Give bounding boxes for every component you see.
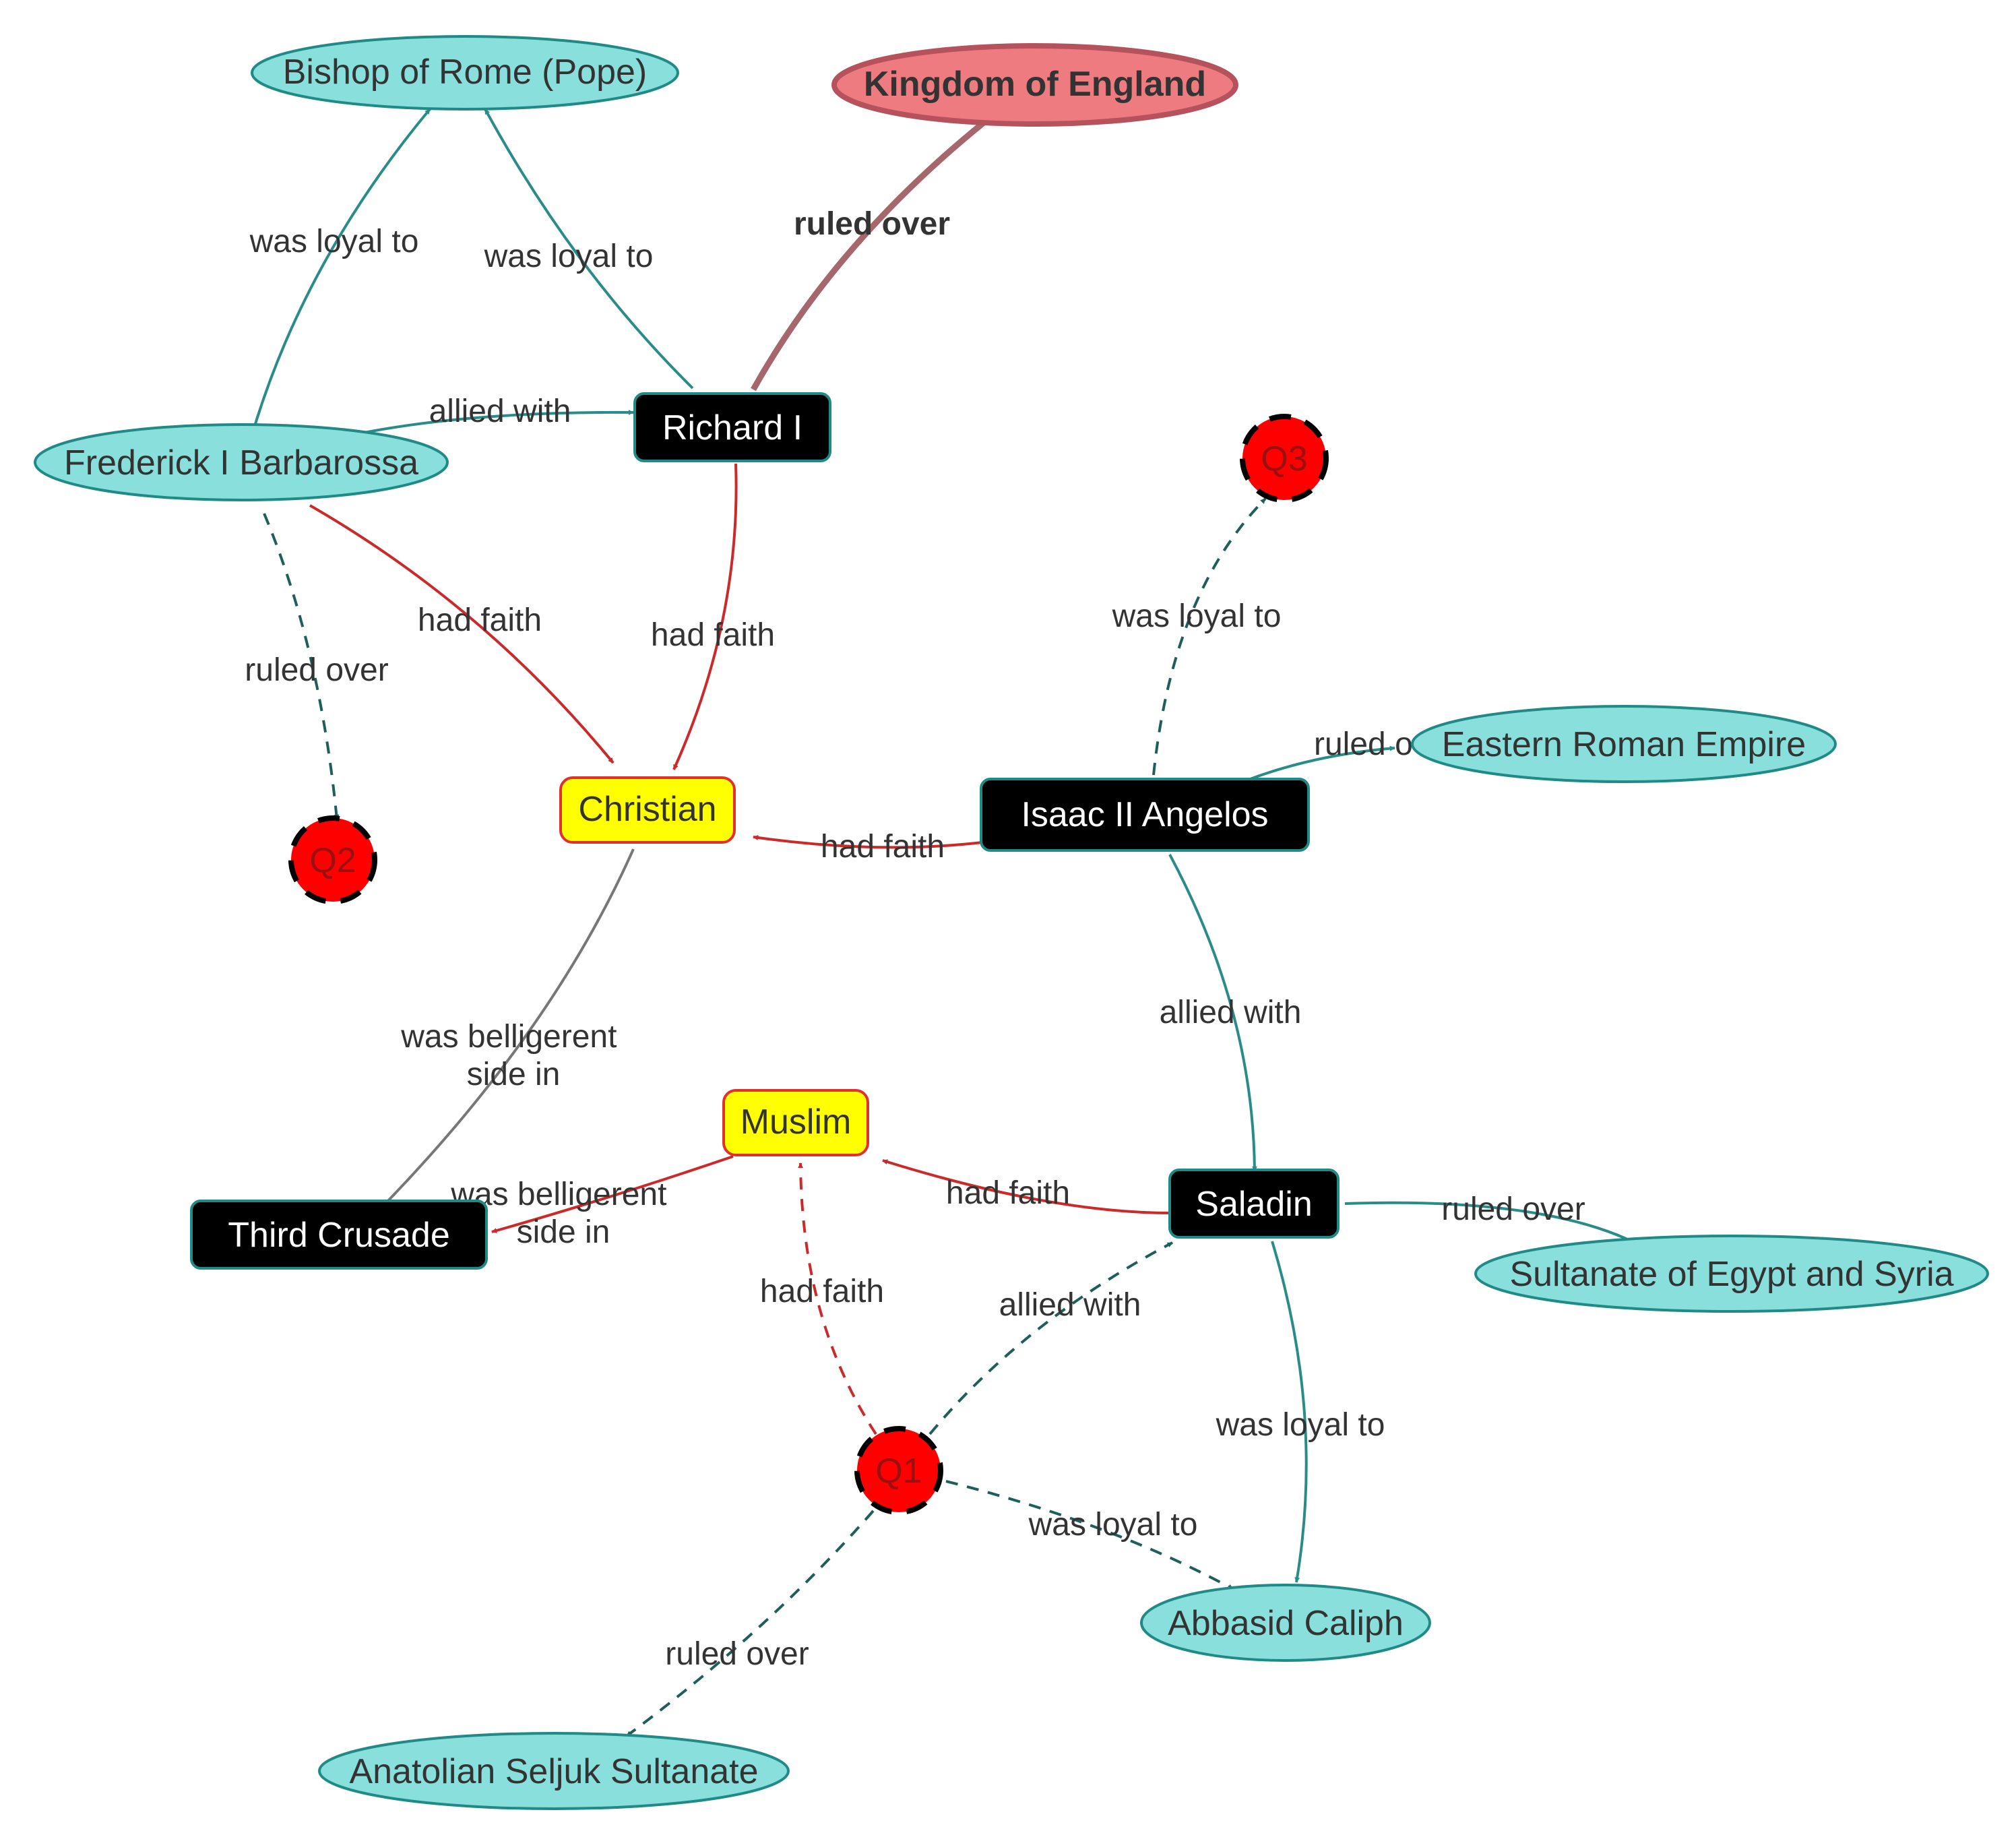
node-label: Frederick I Barbarossa	[64, 443, 418, 483]
edge-labels: was loyal to was loyal to ruled over all…	[245, 206, 1585, 1672]
edge-label-saladin-abbasid: was loyal to	[1216, 1407, 1385, 1443]
edge-saladin-abbasid	[1271, 1241, 1308, 1583]
edge-label-frederick-bishop: was loyal to	[249, 224, 419, 259]
edge-label-q1-anatolian: ruled over	[665, 1636, 809, 1672]
edge-isaac-q3	[1152, 497, 1267, 776]
node-shape	[1474, 1235, 1989, 1313]
node-eastern-roman-empire[interactable]: Eastern Roman Empire	[1411, 705, 1837, 783]
node-label: Muslim	[741, 1102, 852, 1142]
node-label: Richard I	[662, 408, 802, 447]
node-shape	[633, 392, 831, 462]
node-label: Sultanate of Egypt and Syria	[1509, 1255, 1953, 1294]
edge-label-frederick-richard: allied with	[429, 394, 571, 429]
node-richard-i[interactable]: Richard I	[633, 392, 831, 462]
edge-saladin-muslim	[882, 1159, 1172, 1214]
node-q3[interactable]: Q3	[1240, 414, 1329, 503]
edge-frederick-richard	[356, 409, 634, 435]
node-label: Christian	[578, 790, 716, 829]
edge-label-isaac-q3: was loyal to	[1112, 598, 1282, 634]
edge-richard-christian	[672, 463, 738, 770]
edge-q1-saladin	[928, 1241, 1173, 1435]
node-frederick-i-barbarossa[interactable]: Frederick I Barbarossa	[34, 423, 449, 501]
node-shape	[288, 815, 377, 904]
node-anatolian-seljuk-sultanate[interactable]: Anatolian Seljuk Sultanate	[318, 1732, 790, 1810]
node-shape	[34, 423, 449, 501]
edge-label-frederick-christian: had faith	[418, 602, 542, 638]
node-label: Eastern Roman Empire	[1442, 725, 1806, 764]
edge-isaac-eastern	[1246, 745, 1395, 782]
node-third-crusade[interactable]: Third Crusade	[190, 1200, 488, 1270]
edge-label-saladin-muslim: had faith	[946, 1175, 1070, 1211]
edge-richard-england	[751, 120, 986, 392]
node-label: Third Crusade	[228, 1216, 449, 1255]
node-shape	[318, 1732, 790, 1810]
node-shape	[251, 35, 679, 111]
node-q2[interactable]: Q2	[288, 815, 377, 904]
edge-label-richard-christian: had faith	[651, 617, 775, 653]
node-label: Q1	[875, 1452, 922, 1491]
edge-label-isaac-eastern: ruled o	[1314, 726, 1413, 762]
edge-label-saladin-sultanate: ruled over	[1441, 1191, 1585, 1227]
node-abbasid-caliph[interactable]: Abbasid Caliph	[1140, 1584, 1431, 1662]
node-label: Isaac II Angelos	[1021, 795, 1268, 834]
edge-label-q1-abbasid: was loyal to	[1028, 1507, 1198, 1543]
node-shape	[831, 43, 1238, 127]
node-label: Abbasid Caliph	[1168, 1604, 1404, 1643]
node-shape	[559, 776, 736, 844]
node-saladin[interactable]: Saladin	[1168, 1169, 1340, 1239]
edge-q1-abbasid	[945, 1480, 1234, 1590]
edge-richard-bishop	[484, 108, 694, 390]
node-shape	[1168, 1169, 1340, 1239]
node-label: Anatolian Seljuk Sultanate	[349, 1752, 758, 1791]
edge-label-isaac-saladin: allied with	[1160, 995, 1302, 1030]
edge-label-line: side in	[517, 1214, 610, 1250]
node-shape	[1411, 705, 1837, 783]
edge-q1-anatolian	[625, 1510, 875, 1737]
edge-isaac-christian	[753, 835, 983, 849]
edge-saladin-sultanate	[1344, 1201, 1643, 1248]
edge-label-christian-third: was belligerent side in	[400, 1019, 626, 1092]
edge-label-frederick-q2: ruled over	[245, 652, 388, 688]
edge-frederick-q2	[263, 513, 340, 820]
edge-label-q1-muslim: had faith	[760, 1274, 884, 1309]
node-shape	[722, 1089, 869, 1156]
node-christian[interactable]: Christian	[559, 776, 736, 844]
edge-muslim-third	[491, 1155, 734, 1233]
edge-label-muslim-third: was belligerent side in	[450, 1177, 676, 1250]
node-shape	[1140, 1584, 1431, 1662]
node-isaac-ii-angelos[interactable]: Isaac II Angelos	[980, 778, 1310, 852]
edge-frederick-christian	[309, 504, 615, 764]
node-shape	[854, 1426, 943, 1515]
node-sultanate-of-egypt-and-syria[interactable]: Sultanate of Egypt and Syria	[1474, 1235, 1989, 1313]
edge-label-q1-saladin: allied with	[999, 1287, 1141, 1323]
edge-frederick-bishop	[253, 108, 431, 427]
node-kingdom-of-england[interactable]: Kingdom of England	[831, 43, 1238, 127]
node-bishop-of-rome[interactable]: Bishop of Rome (Pope)	[251, 35, 679, 111]
node-label: Q2	[309, 841, 356, 880]
edge-christian-third	[383, 848, 635, 1206]
node-shape	[1240, 414, 1329, 503]
node-shape	[980, 778, 1310, 852]
edge-isaac-saladin	[1168, 854, 1257, 1172]
edge-label-line: was belligerent	[400, 1019, 617, 1055]
node-muslim[interactable]: Muslim	[722, 1089, 869, 1156]
node-label: Kingdom of England	[864, 65, 1206, 104]
node-label: Bishop of Rome (Pope)	[283, 53, 648, 92]
node-shape	[190, 1200, 488, 1270]
node-label: Q3	[1261, 439, 1307, 478]
edge-label-richard-bishop: was loyal to	[484, 239, 654, 274]
edge-q1-muslim	[798, 1162, 877, 1435]
node-label: Saladin	[1195, 1185, 1312, 1224]
edges	[253, 108, 1643, 1737]
node-q1[interactable]: Q1	[854, 1426, 943, 1515]
edge-label-isaac-christian: had faith	[821, 829, 945, 865]
edge-label-richard-england: ruled over	[794, 206, 950, 242]
edge-label-line: side in	[467, 1057, 561, 1092]
nodes: Bishop of Rome (Pope) Kingdom of England…	[34, 35, 1989, 1810]
